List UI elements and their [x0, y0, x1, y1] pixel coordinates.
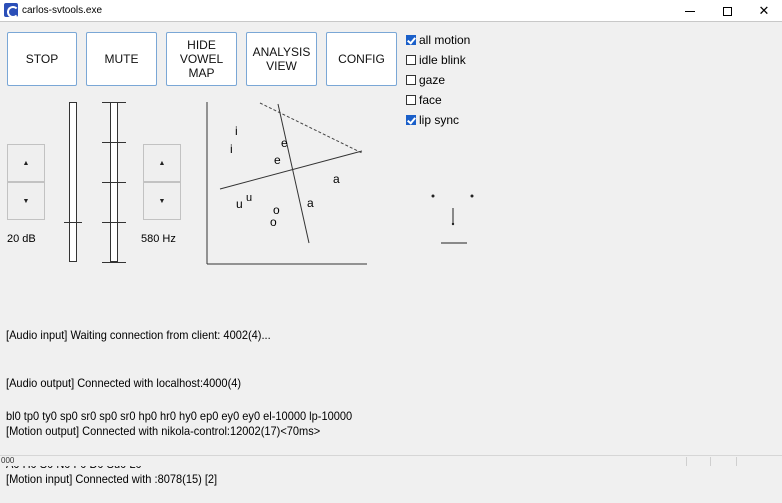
window-title: carlos-svtools.exe	[22, 5, 103, 16]
vowel-map-formant-line	[219, 150, 363, 190]
log-line: [Audio output] Connected with localhost:…	[6, 376, 242, 390]
stop-button[interactable]: STOP	[7, 32, 77, 86]
vowel-label: i	[230, 142, 233, 156]
status-bar-divider	[736, 457, 737, 466]
vowel-label: i	[235, 124, 238, 138]
volume-up-button[interactable]: ▲	[7, 144, 45, 182]
motion-params-line: bl0 tp0 ty0 sp0 sr0 sp0 sr0 hp0 hr0 hy0 …	[6, 409, 353, 423]
maximize-button[interactable]	[707, 0, 747, 22]
checkbox-face[interactable]: face	[406, 92, 442, 108]
arrow-up-icon: ▲	[22, 159, 30, 167]
vowel-label: u	[236, 197, 243, 211]
hide-vowel-map-button[interactable]: HIDE VOWEL MAP	[166, 32, 237, 86]
status-bar-divider	[686, 457, 687, 466]
checkbox-box	[406, 75, 416, 85]
checkbox-box	[406, 55, 416, 65]
minimize-button[interactable]	[670, 0, 710, 22]
slider-tick	[102, 222, 126, 223]
checkbox-box	[406, 115, 416, 125]
checkbox-gaze[interactable]: gaze	[406, 72, 445, 88]
slider-tick	[102, 182, 126, 183]
vowel-map-formant-line	[277, 103, 310, 244]
status-panel: bl0 tp0 ty0 sp0 sr0 sp0 sr0 hp0 hr0 hy0 …	[6, 376, 438, 488]
right-eye	[470, 194, 474, 198]
arrow-down-icon: ▼	[22, 197, 30, 205]
pitch-up-button[interactable]: ▲	[143, 144, 181, 182]
close-button[interactable]: ✕	[744, 0, 782, 22]
config-button[interactable]: CONFIG	[326, 32, 397, 86]
arrow-up-icon: ▲	[158, 159, 166, 167]
checkbox-label: gaze	[419, 73, 446, 87]
nose-tip	[451, 222, 455, 226]
checkbox-lip-sync[interactable]: lip sync	[406, 112, 459, 128]
checkbox-label: face	[419, 93, 442, 107]
log-line: [Motion output] Connected with nikola-co…	[6, 424, 321, 438]
arrow-down-icon: ▼	[158, 197, 166, 205]
vowel-label: o	[273, 203, 280, 217]
left-eye	[431, 194, 435, 198]
mute-button[interactable]: MUTE	[86, 32, 157, 86]
minimize-icon	[685, 10, 695, 12]
checkbox-label: all motion	[419, 33, 471, 47]
pitch-down-button[interactable]: ▼	[143, 182, 181, 220]
checkbox-box	[406, 35, 416, 45]
vowel-map: i i e e a u u o o a	[206, 102, 367, 265]
slider-tick	[102, 102, 126, 103]
status-bar-text: 000	[1, 456, 15, 465]
vowel-map-dashed-line	[259, 102, 363, 154]
volume-value: 20 dB	[7, 233, 36, 245]
analysis-view-button[interactable]: ANALYSIS VIEW	[246, 32, 317, 86]
maximize-icon	[722, 6, 732, 16]
vowel-label: a	[333, 172, 340, 186]
face-preview	[431, 194, 474, 244]
vowel-label: o	[270, 215, 277, 229]
vowel-label: u	[246, 192, 252, 204]
app-icon	[4, 3, 19, 18]
slider-tick	[102, 262, 126, 263]
pitch-value: 580 Hz	[141, 233, 176, 245]
checkbox-idle-blink[interactable]: idle blink	[406, 52, 466, 68]
slider-tick	[102, 142, 126, 143]
checkbox-all-motion[interactable]: all motion	[406, 32, 470, 48]
checkbox-label: idle blink	[419, 53, 466, 67]
vowel-label: e	[281, 136, 288, 150]
log-line: [Audio input] Waiting connection from cl…	[6, 328, 271, 342]
vowel-label: e	[274, 153, 281, 167]
checkbox-box	[406, 95, 416, 105]
level-slider-thumb[interactable]	[64, 222, 82, 223]
volume-down-button[interactable]: ▼	[7, 182, 45, 220]
vowel-label: a	[307, 196, 314, 210]
checkbox-label: lip sync	[419, 113, 460, 127]
title-bar: carlos-svtools.exe ✕	[0, 0, 782, 22]
close-icon: ✕	[758, 3, 770, 18]
level-slider-track[interactable]	[69, 102, 77, 262]
status-bar: 000	[0, 455, 782, 466]
status-bar-divider	[710, 457, 711, 466]
